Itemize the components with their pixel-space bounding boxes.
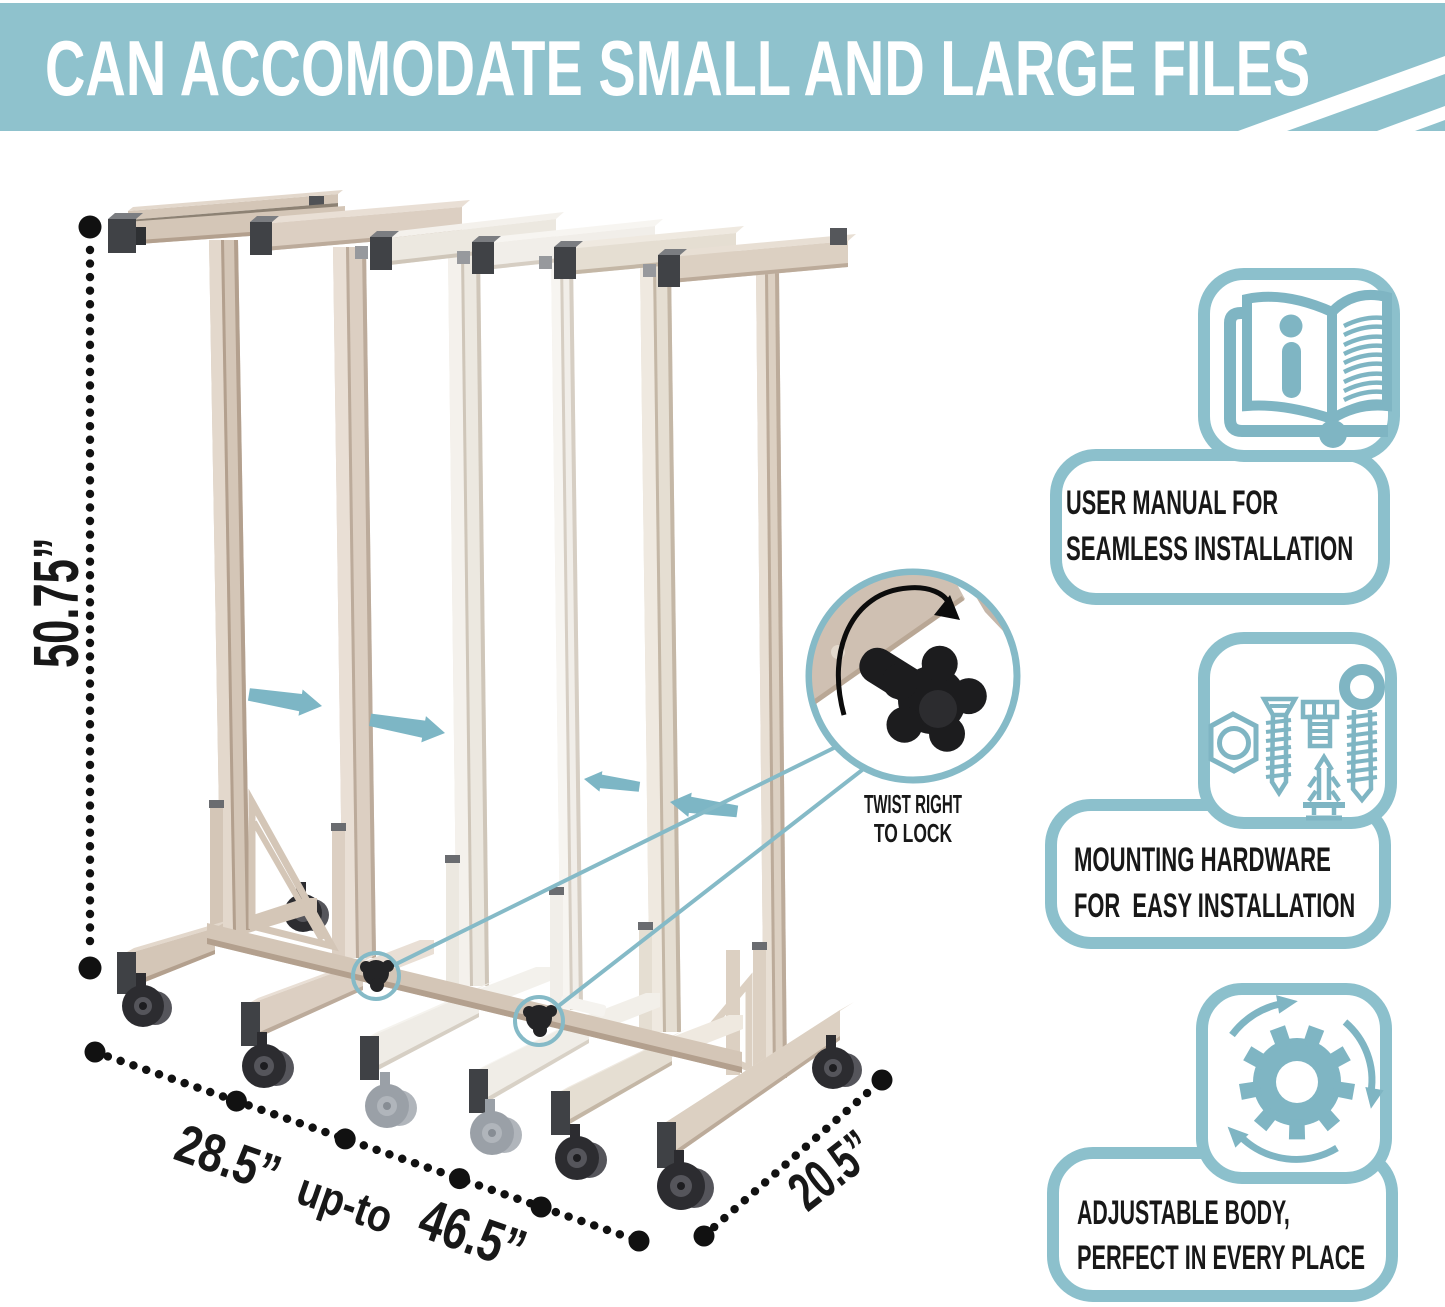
svg-text:TWIST RIGHT: TWIST RIGHT (864, 789, 962, 818)
svg-text:ADJUSTABLE BODY,: ADJUSTABLE BODY, (1077, 1195, 1290, 1232)
svg-text:50.75”: 50.75” (20, 537, 93, 668)
svg-text:USER MANUAL FOR: USER MANUAL FOR (1066, 485, 1278, 522)
svg-text:TO LOCK: TO LOCK (874, 818, 953, 847)
svg-text:SEAMLESS INSTALLATION: SEAMLESS INSTALLATION (1066, 531, 1353, 568)
svg-text:up-to: up-to (291, 1163, 400, 1244)
svg-text:28.5”: 28.5” (168, 1112, 289, 1205)
svg-text:FOR EASY INSTALLATION: FOR EASY INSTALLATION (1074, 888, 1355, 925)
svg-text:PERFECT IN EVERY PLACE: PERFECT IN EVERY PLACE (1077, 1240, 1365, 1277)
svg-text:20.5”: 20.5” (777, 1119, 886, 1223)
svg-text:CAN ACCOMODATE SMALL AND LARGE: CAN ACCOMODATE SMALL AND LARGE FILES (45, 25, 1310, 112)
svg-text:MOUNTING HARDWARE: MOUNTING HARDWARE (1074, 842, 1331, 879)
